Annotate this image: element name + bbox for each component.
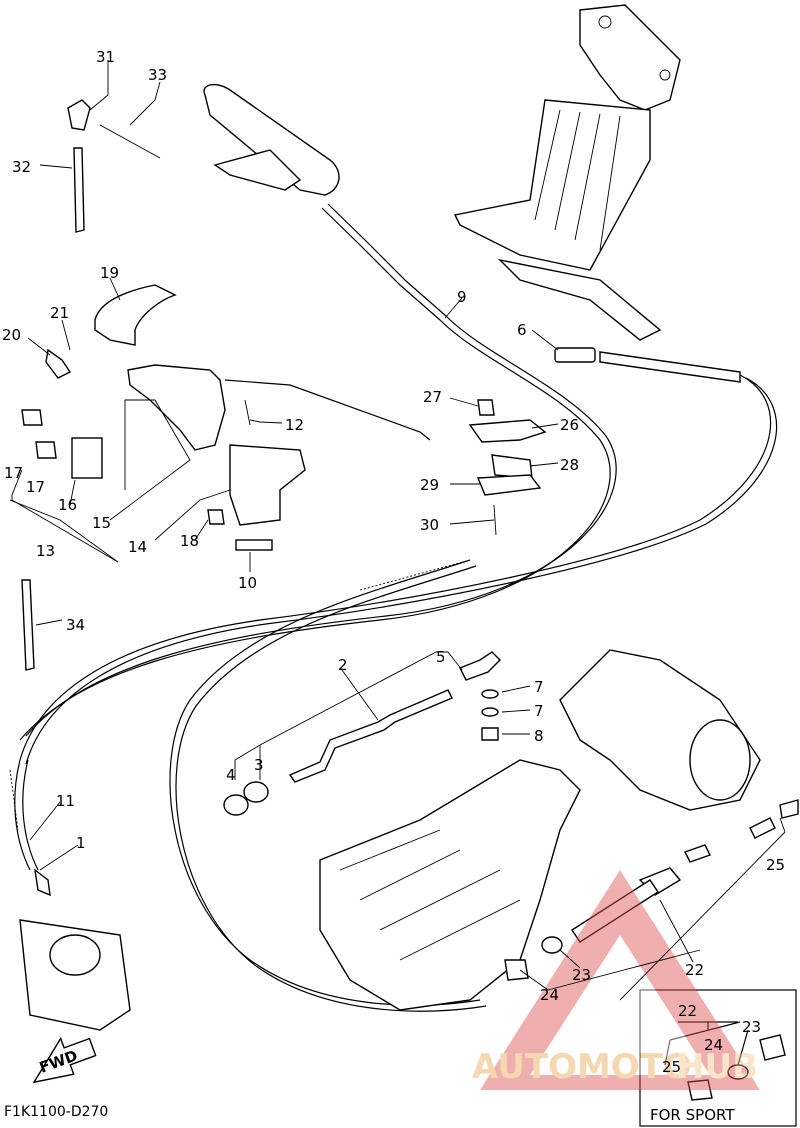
- callout-30: 30: [420, 516, 439, 534]
- jet-pump-housing: [319, 649, 761, 1011]
- part-33-pin: [99, 124, 161, 159]
- bracket-group-26-30: [468, 399, 547, 536]
- callout-25a: 25: [766, 856, 785, 874]
- callout-17b: 17: [26, 478, 45, 496]
- part-18-nut: [207, 509, 225, 525]
- part-10-base: [235, 539, 273, 551]
- part-29-plate: [476, 474, 542, 496]
- diagram-code: F1K1100-D270: [4, 1104, 108, 1120]
- part-22-rod: [571, 879, 659, 943]
- callout-20: 20: [2, 326, 21, 344]
- part-19-lever: [94, 284, 177, 346]
- callout-7b: 7: [534, 702, 544, 720]
- for-sport-inset: [639, 989, 797, 1127]
- part-17-bolt-b: [35, 441, 57, 459]
- callout-27: 27: [423, 388, 442, 406]
- part-4-nut: [223, 794, 249, 816]
- callout-13: 13: [36, 542, 55, 560]
- part-2-cable: [288, 689, 453, 783]
- callout-24b: 24: [704, 1036, 723, 1054]
- callout-12: 12: [285, 416, 304, 434]
- part-24-nut: [504, 959, 529, 981]
- throttle-assembly: [21, 284, 431, 551]
- reverse-cable-group: [223, 651, 501, 816]
- handlebar-grip: [203, 83, 340, 196]
- callout-10: 10: [238, 574, 257, 592]
- callout-34: 34: [66, 616, 85, 634]
- callout-32: 32: [12, 158, 31, 176]
- straps-group: [21, 99, 161, 671]
- watermark-part1: AUTOMOTO: [472, 1047, 692, 1087]
- part-15-bracket: [127, 364, 226, 451]
- neutral-lever-assembly: [19, 868, 131, 1031]
- watermark-part2: HUB: [676, 1047, 758, 1087]
- callout-14: 14: [128, 538, 147, 556]
- part-7b-washer: [481, 707, 499, 717]
- part-5-joint: [459, 651, 501, 681]
- cable-spring: [359, 559, 471, 591]
- callout-23a: 23: [572, 966, 591, 984]
- callout-26: 26: [560, 416, 579, 434]
- steering-column: [453, 4, 681, 341]
- part-34-tie: [21, 579, 35, 671]
- callout-18: 18: [180, 532, 199, 550]
- part-27-bolt: [477, 399, 495, 416]
- callout-1: 1: [76, 834, 86, 852]
- cables: [9, 203, 778, 1012]
- callout-5: 5: [436, 648, 446, 666]
- callout-19: 19: [100, 264, 119, 282]
- callout-4: 4: [226, 766, 236, 784]
- callout-33: 33: [148, 66, 167, 84]
- callout-9: 9: [457, 288, 467, 306]
- part-20-knob: [45, 348, 72, 379]
- callout-28: 28: [560, 456, 579, 474]
- callout-3: 3: [254, 756, 264, 774]
- for-sport-label: FOR SPORT: [650, 1106, 735, 1124]
- steering-rod-group: [504, 799, 799, 981]
- part-23-washer: [541, 936, 563, 954]
- part-16-plate: [71, 437, 103, 479]
- part-3-washer: [243, 781, 269, 803]
- callout-11: 11: [56, 792, 75, 810]
- callout-23b: 23: [742, 1018, 761, 1036]
- part-12-pin: [244, 399, 251, 426]
- part-14-bracket: [229, 444, 306, 526]
- callout-31: 31: [96, 48, 115, 66]
- leader-lines: [9, 60, 786, 1001]
- callout-16: 16: [58, 496, 77, 514]
- part-8-nut: [481, 727, 499, 741]
- callout-17a: 17: [4, 464, 23, 482]
- part-17-bolt-a: [21, 409, 43, 426]
- part-26-clamp: [468, 419, 547, 443]
- part-25-end: [779, 799, 799, 819]
- callout-22a: 22: [685, 961, 704, 979]
- part-31-clip: [67, 99, 91, 131]
- callout-21: 21: [50, 304, 69, 322]
- callout-24a: 24: [540, 986, 559, 1004]
- part-6-adapter: [554, 347, 741, 383]
- callout-6: 6: [517, 321, 527, 339]
- callout-22b: 22: [678, 1002, 697, 1020]
- callout-15: 15: [92, 514, 111, 532]
- fwd-arrow: FWD: [32, 1036, 97, 1084]
- part-32-tie: [73, 147, 85, 233]
- part-30-screw: [493, 504, 497, 536]
- callout-25b: 25: [662, 1058, 681, 1076]
- callout-2: 2: [338, 656, 348, 674]
- part-7a-washer: [481, 689, 499, 699]
- callout-labels: 31 33 32 19 21 20 9 6 12 27 26 28 29 30 …: [2, 48, 785, 1076]
- callout-8: 8: [534, 727, 544, 745]
- watermark: AUTOMOTO HUB: [472, 870, 760, 1090]
- callout-7a: 7: [534, 678, 544, 696]
- callout-29: 29: [420, 476, 439, 494]
